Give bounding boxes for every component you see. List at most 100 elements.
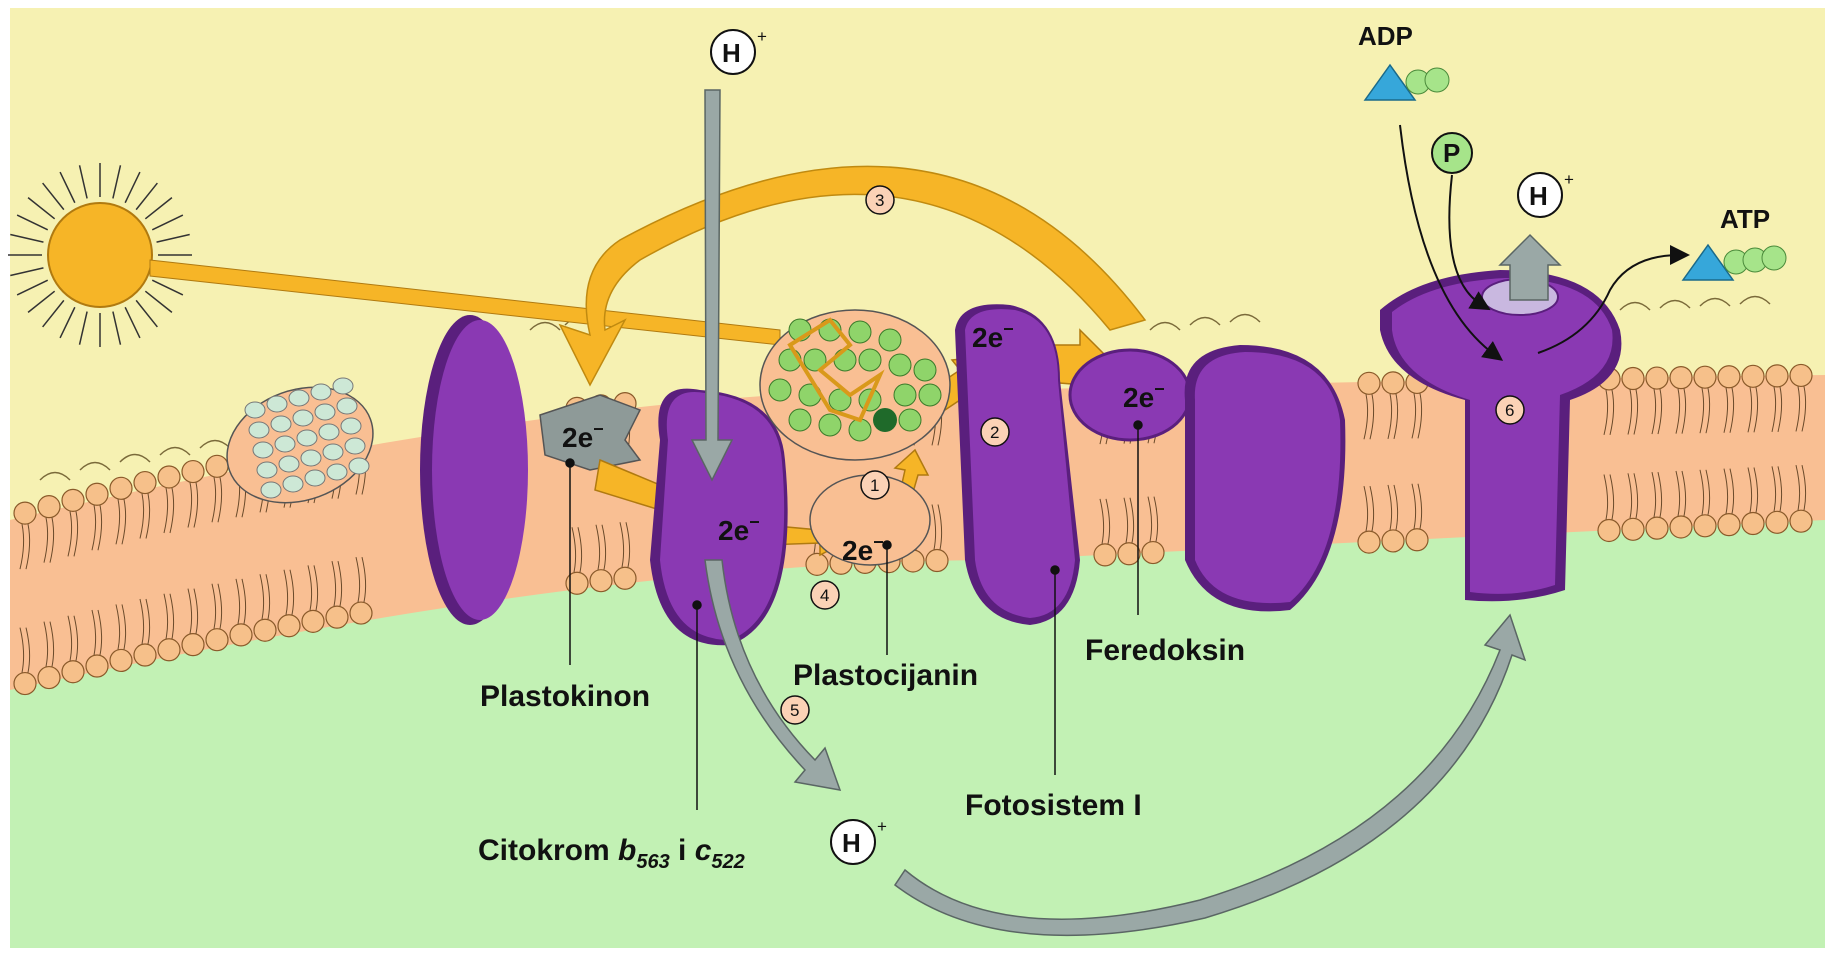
lipid-head (1622, 367, 1644, 389)
lipid-head (14, 502, 36, 524)
lipid-head (1406, 529, 1428, 551)
citokrom-c: c (695, 834, 712, 867)
lipid-head (86, 483, 108, 505)
lipid-head (1742, 365, 1764, 387)
lipid-head (1718, 366, 1740, 388)
lipid-head (1646, 517, 1668, 539)
lipid-head (1670, 516, 1692, 538)
step-6-label: 6 (1505, 401, 1514, 420)
rc-pigment (919, 384, 941, 406)
lhc-pigment (293, 410, 313, 426)
lhc-pigment (311, 384, 331, 400)
e-plastocijanin: 2e (842, 535, 873, 566)
lipid-head (62, 489, 84, 511)
e-feredoksin: 2e (1123, 382, 1154, 413)
lhc-pigment (327, 464, 347, 480)
lhc-pigment (253, 442, 273, 458)
lipid-head (158, 639, 180, 661)
lipid-head (1766, 365, 1788, 387)
phosphate-label: P (1443, 138, 1460, 168)
lipid-head (302, 610, 324, 632)
citokrom-c-sub: 522 (711, 851, 744, 873)
lhc-pigment (315, 404, 335, 420)
lipid-head (1622, 518, 1644, 540)
lipid-head (1646, 367, 1668, 389)
lipid-head (278, 615, 300, 637)
lipid-head (38, 496, 60, 518)
lhc-pigment (333, 378, 353, 394)
lhc-pigment (345, 438, 365, 454)
fotosistem-label: Fotosistem I (965, 789, 1142, 822)
plastocijanin-label: Plastocijanin (793, 659, 978, 692)
citokrom-b: b (618, 834, 636, 867)
lipid-head (926, 550, 948, 572)
lipid-head (182, 461, 204, 483)
proton-top-h: H (722, 38, 741, 68)
proton-synthase-h: H (1529, 181, 1548, 211)
plastokinon-label: Plastokinon (480, 680, 650, 713)
lhc-pigment (283, 476, 303, 492)
lipid-head (1094, 544, 1116, 566)
lipid-head (158, 466, 180, 488)
lipid-head (38, 667, 60, 689)
lipid-head (1670, 367, 1692, 389)
lipid-head (1118, 543, 1140, 565)
lhc-pigment (257, 462, 277, 478)
photosystem-ii-protein (420, 315, 528, 625)
step-1-label: 1 (870, 476, 879, 495)
lipid-head (1790, 510, 1812, 532)
rc-pigment (894, 384, 916, 406)
reaction-center (760, 310, 950, 460)
rc-pigment (819, 414, 841, 436)
e-fotosistem: 2e (972, 322, 1003, 353)
lhc-pigment (275, 436, 295, 452)
lipid-head (590, 570, 612, 592)
lipid-head (14, 673, 36, 695)
lhc-pigment (337, 398, 357, 414)
adp-label: ADP (1358, 21, 1413, 51)
rc-pigment (889, 354, 911, 376)
lipid-head (350, 602, 372, 624)
atp-label: ATP (1720, 204, 1770, 234)
e-plastokinon-minus: − (593, 419, 604, 439)
citokrom-i: i (670, 834, 695, 867)
lipid-head (1358, 372, 1380, 394)
lipid-head (1694, 366, 1716, 388)
lipid-head (1382, 372, 1404, 394)
rc-pigment (834, 349, 856, 371)
lhc-pigment (289, 390, 309, 406)
rc-pigment (769, 379, 791, 401)
lipid-head (254, 619, 276, 641)
step-2-label: 2 (990, 423, 999, 442)
lhc-pigment (341, 418, 361, 434)
proton-lumen-plus: + (877, 817, 887, 836)
lipid-head (1766, 511, 1788, 533)
lipid-head (134, 644, 156, 666)
lipid-head (1790, 364, 1812, 386)
step-5-label: 5 (790, 701, 799, 720)
lhc-pigment (267, 396, 287, 412)
lipid-head (806, 553, 828, 575)
lhc-pigment (323, 444, 343, 460)
lipid-head (1718, 514, 1740, 536)
lhc-pigment (305, 470, 325, 486)
lipid-head (230, 624, 252, 646)
step-3-label: 3 (875, 191, 884, 210)
lhc-pigment (297, 430, 317, 446)
lipid-head (1694, 515, 1716, 537)
lipid-head (62, 661, 84, 683)
lipid-head (182, 634, 204, 656)
e-feredoksin-minus: − (1154, 379, 1165, 399)
lhc-pigment (301, 450, 321, 466)
proton-synthase-plus: + (1564, 170, 1574, 189)
e-plastocijanin-minus: − (873, 532, 884, 552)
proton-top-plus: + (757, 27, 767, 46)
lhc-pigment (261, 482, 281, 498)
lipid-head (134, 472, 156, 494)
lhc-pigment (279, 456, 299, 472)
e-citokrom-minus: − (749, 512, 760, 532)
lhc-pigment (245, 402, 265, 418)
lipid-head (86, 655, 108, 677)
rc-pigment (859, 349, 881, 371)
